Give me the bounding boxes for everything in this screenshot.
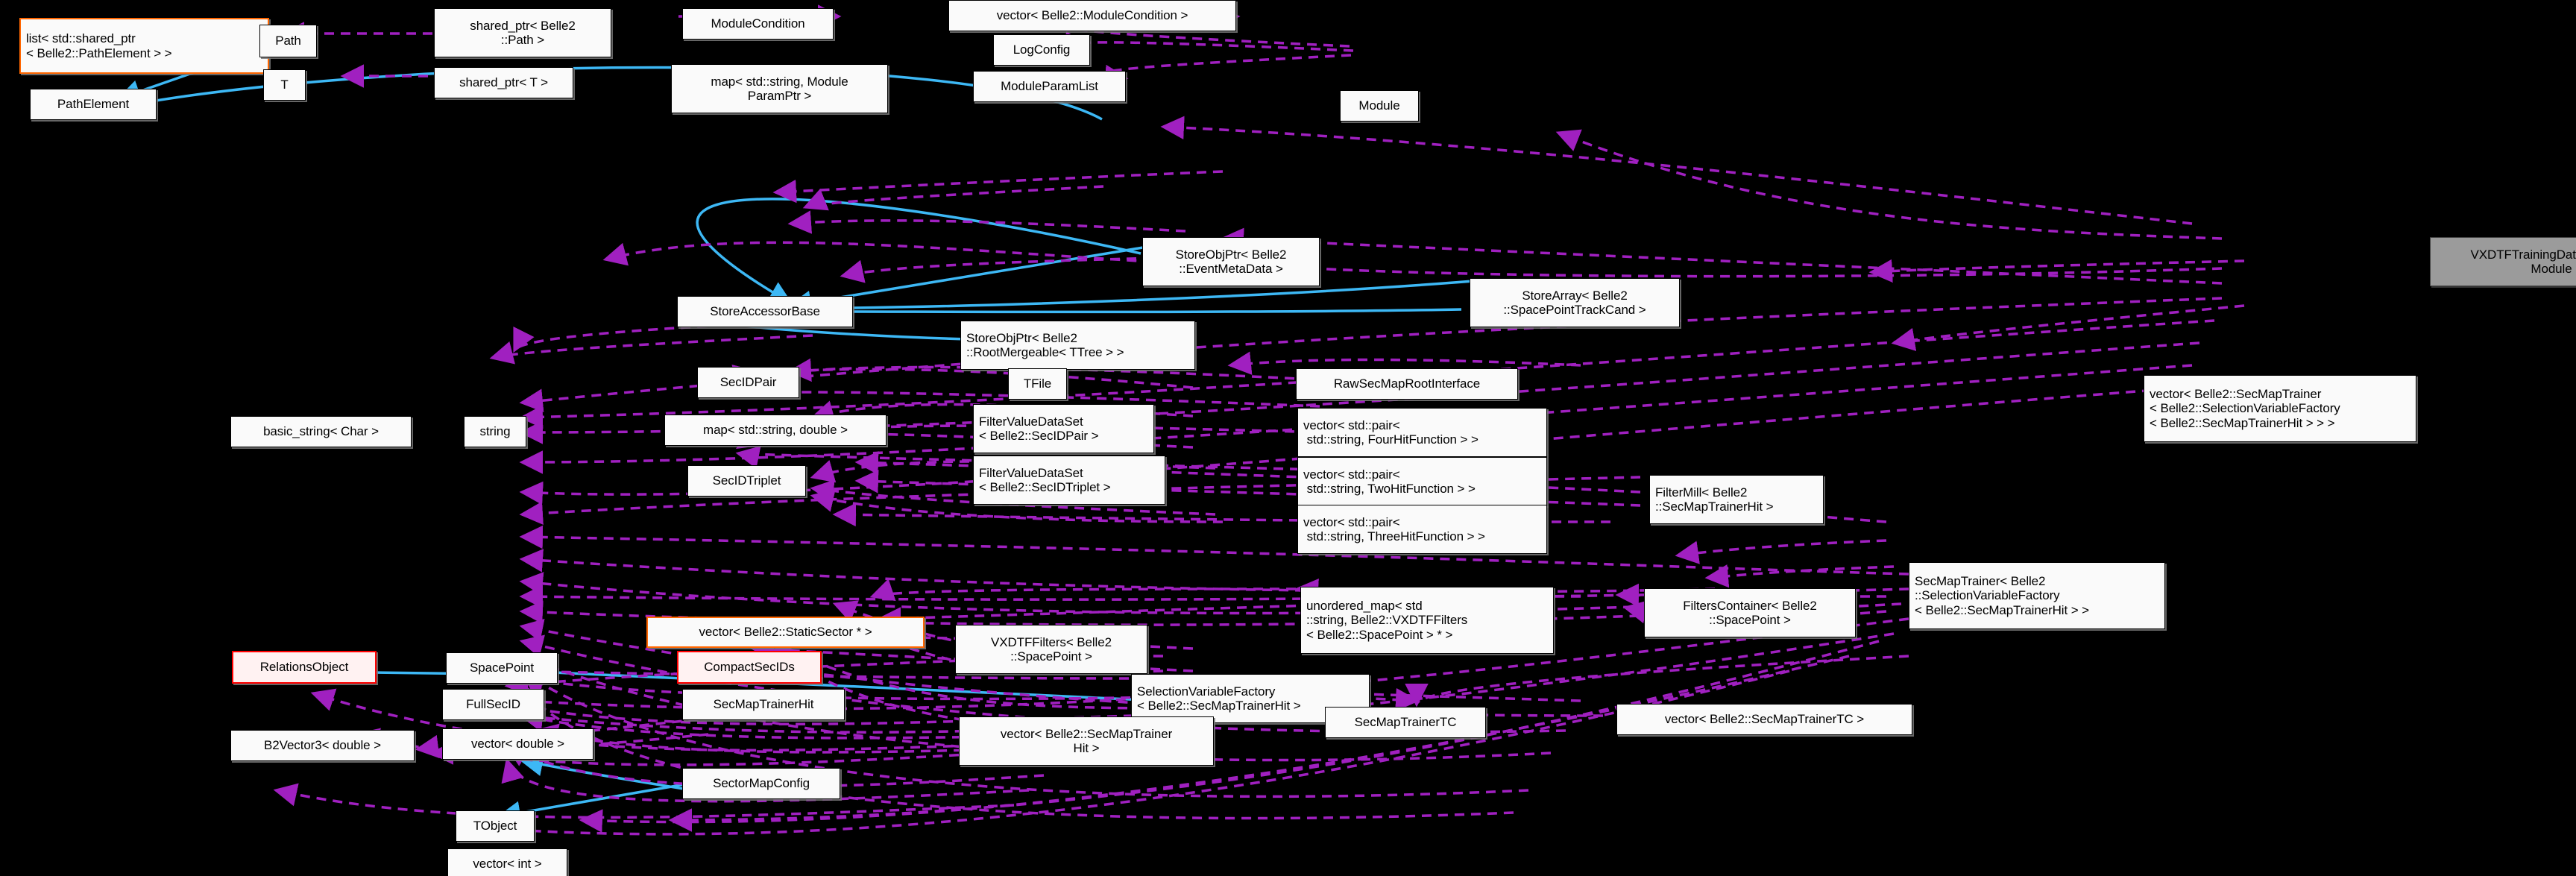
node-module[interactable]: Module bbox=[1340, 90, 1419, 122]
node-tfile[interactable]: TFile bbox=[1008, 368, 1067, 400]
node-storeaccessorbase[interactable]: StoreAccessorBase bbox=[677, 296, 853, 327]
node-tobject[interactable]: TObject bbox=[456, 810, 535, 842]
node-storearray_spacepointtrackcand[interactable]: StoreArray< Belle2 ::SpacePointTrackCand… bbox=[1470, 278, 1680, 327]
node-secmaptrainertc[interactable]: SecMapTrainerTC bbox=[1325, 707, 1486, 738]
node-relationsobject[interactable]: RelationsObject bbox=[232, 651, 377, 684]
node-b2vector3_double[interactable]: B2Vector3< double > bbox=[230, 730, 415, 761]
node-secmaptrainer_selvarfactory[interactable]: SecMapTrainer< Belle2 ::SelectionVariabl… bbox=[1909, 562, 2165, 629]
node-t[interactable]: T bbox=[263, 69, 306, 101]
node-storeobjptr_eventmetadata[interactable]: StoreObjPtr< Belle2 ::EventMetaData > bbox=[1142, 237, 1320, 286]
node-vector_pair_fourhitfunction[interactable]: vector< std::pair< std::string, FourHitF… bbox=[1297, 408, 1547, 457]
node-vector_modulecondition[interactable]: vector< Belle2::ModuleCondition > bbox=[948, 0, 1236, 31]
node-vxdtffilters_spacepoint[interactable]: VXDTFFilters< Belle2 ::SpacePoint > bbox=[955, 625, 1147, 674]
node-vector_secmaptrainerhit[interactable]: vector< Belle2::SecMapTrainer Hit > bbox=[959, 716, 1214, 766]
node-modulecondition[interactable]: ModuleCondition bbox=[682, 8, 834, 40]
node-filtervaluedataset_secidtriplet[interactable]: FilterValueDataSet < Belle2::SecIDTriple… bbox=[973, 456, 1165, 505]
node-vector_int[interactable]: vector< int > bbox=[447, 848, 567, 876]
node-vector_double[interactable]: vector< double > bbox=[442, 728, 593, 760]
node-vector_pair_twohitfunction[interactable]: vector< std::pair< std::string, TwoHitFu… bbox=[1297, 457, 1547, 506]
node-secidpair[interactable]: SecIDPair bbox=[697, 367, 799, 398]
node-vxdtftrainingdatacollectormodule[interactable]: VXDTFTrainingDataCollector Module bbox=[2430, 237, 2576, 286]
node-spacepoint[interactable]: SpacePoint bbox=[446, 652, 558, 684]
node-vector_secmaptrainer_selvarfactory[interactable]: vector< Belle2::SecMapTrainer < Belle2::… bbox=[2144, 375, 2416, 442]
node-storeobjptr_rootmergeable[interactable]: StoreObjPtr< Belle2 ::RootMergeable< TTr… bbox=[960, 321, 1195, 370]
node-map_string_double[interactable]: map< std::string, double > bbox=[664, 415, 887, 446]
node-compactsecids[interactable]: CompactSecIDs bbox=[677, 651, 822, 684]
node-path[interactable]: Path bbox=[259, 25, 317, 57]
node-shared_ptr_path[interactable]: shared_ptr< Belle2 ::Path > bbox=[434, 8, 611, 57]
node-list_shared_ptr_pathelement[interactable]: list< std::shared_ptr < Belle2::PathElem… bbox=[19, 18, 269, 74]
node-filtervaluedataset_secidpair[interactable]: FilterValueDataSet < Belle2::SecIDPair > bbox=[973, 404, 1154, 453]
node-moduleparamlist[interactable]: ModuleParamList bbox=[973, 71, 1126, 102]
node-vector_pair_threehitfunction[interactable]: vector< std::pair< std::string, ThreeHit… bbox=[1297, 505, 1547, 554]
node-filterscontainer_spacepoint[interactable]: FiltersContainer< Belle2 ::SpacePoint > bbox=[1644, 588, 1856, 637]
node-basic_string_char[interactable]: basic_string< Char > bbox=[230, 416, 412, 447]
node-rawsecmaprootinterface[interactable]: RawSecMapRootInterface bbox=[1296, 368, 1518, 400]
node-unordered_map_vxdtffilters[interactable]: unordered_map< std ::string, Belle2::VXD… bbox=[1300, 587, 1554, 654]
node-fullsecid[interactable]: FullSecID bbox=[442, 689, 544, 720]
node-filtermill_secmaptrainerhit[interactable]: FilterMill< Belle2 ::SecMapTrainerHit > bbox=[1649, 475, 1824, 524]
node-vector_staticsector[interactable]: vector< Belle2::StaticSector * > bbox=[646, 617, 925, 648]
node-map_string_moduleparamptr[interactable]: map< std::string, Module ParamPtr > bbox=[671, 64, 888, 113]
node-pathelement[interactable]: PathElement bbox=[30, 89, 157, 120]
node-shared_ptr_t[interactable]: shared_ptr< T > bbox=[434, 67, 573, 98]
node-string[interactable]: string bbox=[464, 416, 526, 447]
node-sectormapconfig[interactable]: SectorMapConfig bbox=[682, 768, 840, 799]
node-logconfig[interactable]: LogConfig bbox=[993, 34, 1090, 66]
node-vector_secmaptrainertc[interactable]: vector< Belle2::SecMapTrainerTC > bbox=[1616, 704, 1912, 735]
node-secmaptrainerhit[interactable]: SecMapTrainerHit bbox=[682, 689, 845, 720]
node-secidtriplet[interactable]: SecIDTriplet bbox=[687, 465, 806, 497]
